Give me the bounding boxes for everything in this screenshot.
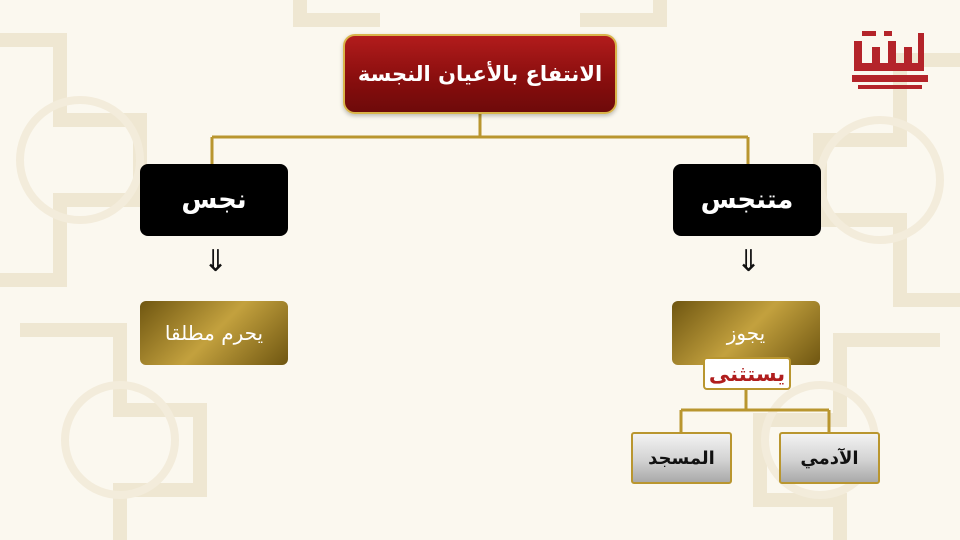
left-branch-node: نجس [140,164,288,236]
root-node: الانتفاع بالأعيان النجسة [343,34,617,114]
exception-item-masjid: المسجد [631,432,732,484]
right-down-arrow-icon: ⇓ [736,244,762,279]
exception-item-label: المسجد [648,447,715,469]
left-branch-label: نجس [181,185,247,215]
right-branch-label: متنجس [700,185,794,215]
right-result-node: يجوز [672,301,820,365]
exception-label: يستثنى [708,361,786,386]
left-result-node: يحرم مطلقا [140,301,288,365]
logo-mark [852,31,928,89]
left-down-arrow-icon: ⇓ [203,244,229,279]
root-label: الانتفاع بالأعيان النجسة [357,62,603,86]
right-branch-node: متنجس [673,164,821,236]
left-result-label: يحرم مطلقا [164,321,264,345]
exception-item-adami: الآدمي [779,432,880,484]
exception-item-label: الآدمي [800,447,859,469]
exception-node: يستثنى [703,357,791,390]
right-result-label: يجوز [726,321,766,345]
logo [848,27,932,97]
